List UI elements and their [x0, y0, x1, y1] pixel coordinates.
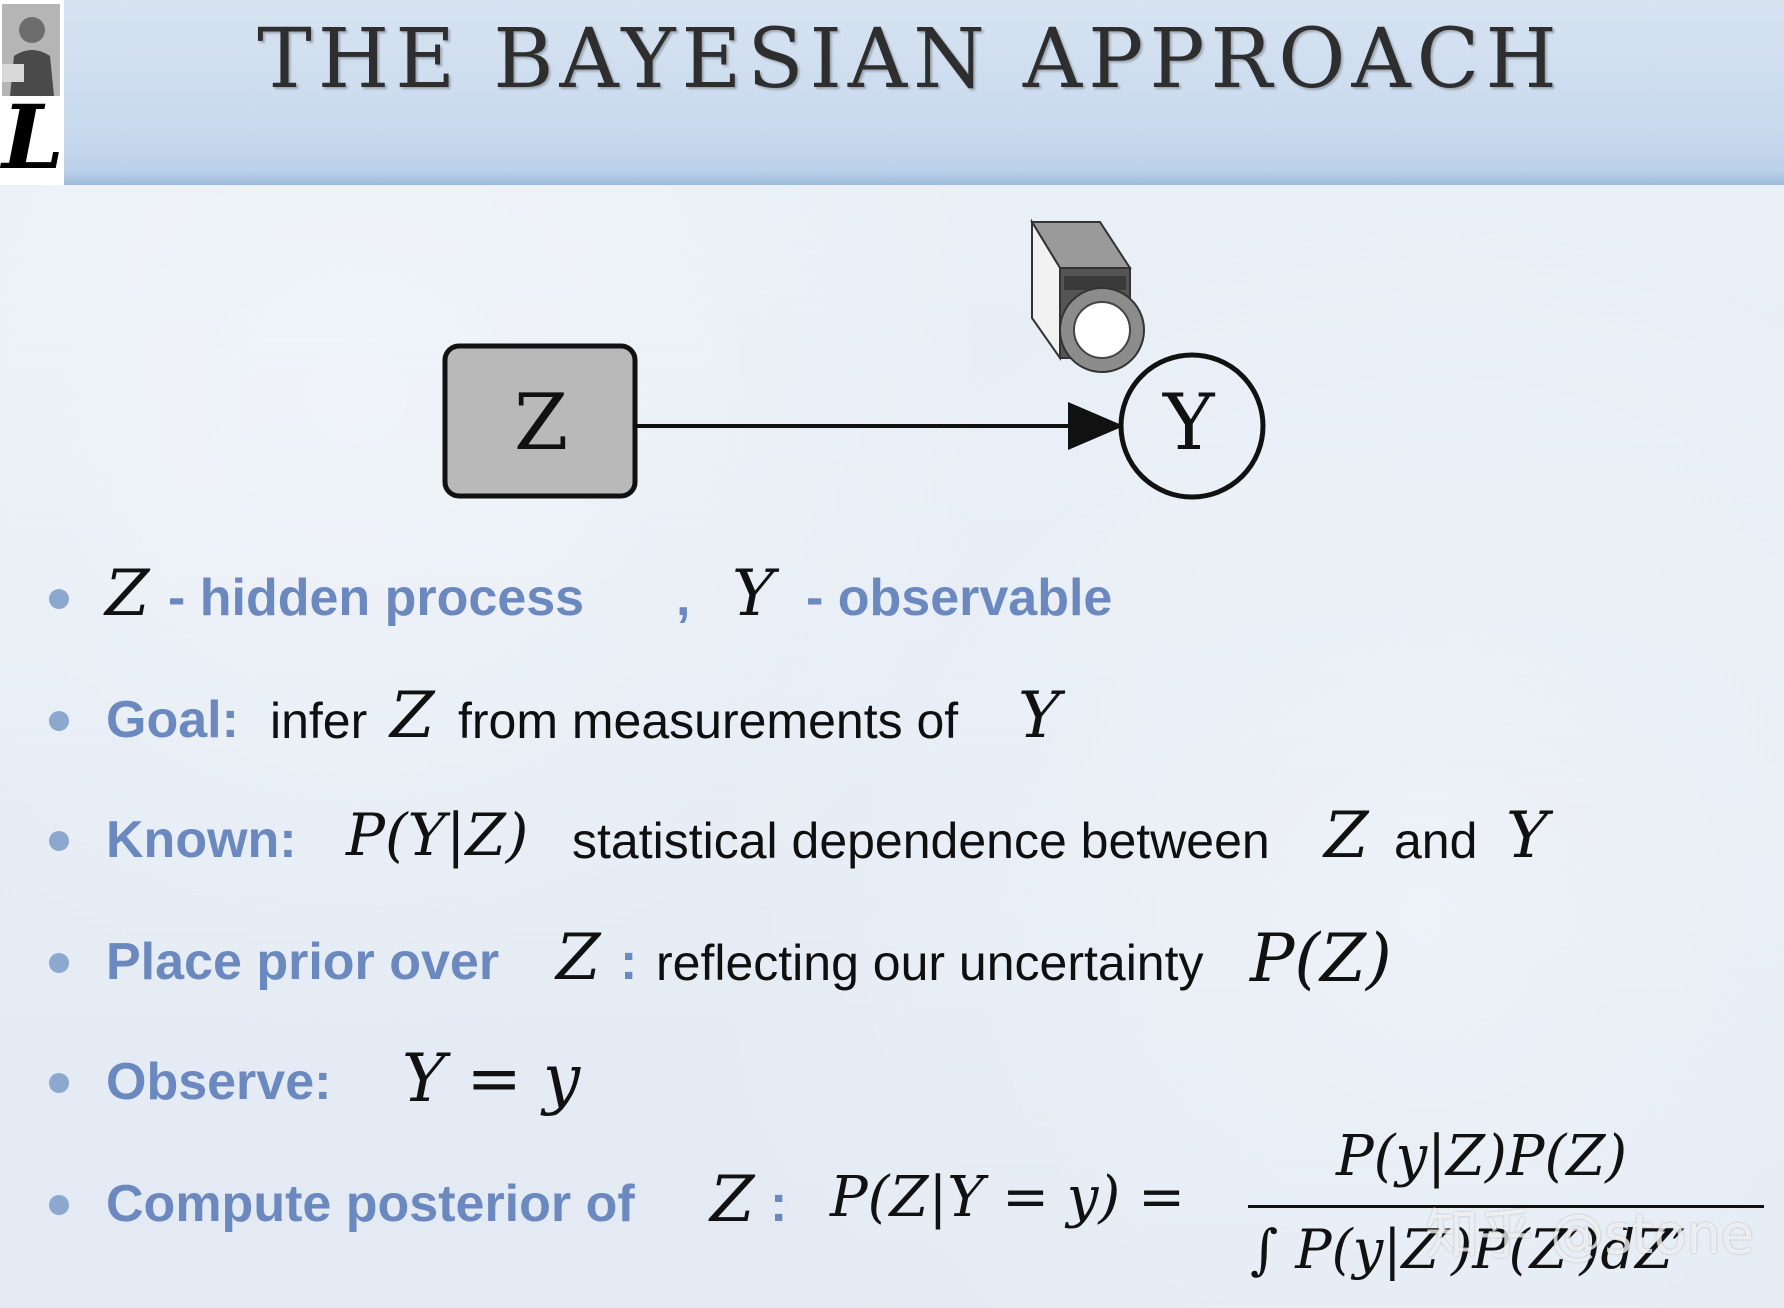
hidden-node-box [442, 343, 638, 499]
bullet-dot [49, 711, 69, 731]
known-label: Known: [106, 811, 297, 869]
symbol-z: Z [710, 1163, 755, 1237]
prior-formula: P(Z) [1250, 920, 1392, 997]
hidden-node-label: Z [514, 378, 569, 468]
observe-label: Observe: [106, 1053, 332, 1111]
bullet-dot [49, 589, 69, 609]
bullet-known: Known: P(Y|Z) statistical dependence bet… [0, 802, 1784, 892]
bullet-dot [49, 831, 69, 851]
hidden-process-text: - hidden process [168, 569, 585, 627]
camera-icon [1030, 218, 1145, 373]
bullet-posterior: Compute posterior of Z : P(Z|Y = y) = [0, 1166, 1784, 1296]
goal-text-a: infer [270, 693, 368, 749]
symbol-y: Y [1506, 799, 1549, 873]
bullet-variables: Z - hidden process , Y - observable [0, 560, 1784, 650]
title-band [0, 0, 1784, 185]
logo: L [0, 0, 64, 185]
symbol-z: Z [556, 921, 601, 995]
posterior-lhs: P(Z|Y = y) = [830, 1165, 1186, 1230]
watermark: 知乎 @stone [1425, 1203, 1754, 1266]
known-text: statistical dependence between [572, 813, 1270, 869]
symbol-z: Z [105, 557, 150, 631]
logo-letter: L [2, 85, 64, 189]
portrait-photo [2, 4, 60, 96]
posterior-numerator: P(y|Z)P(Z) [1336, 1124, 1628, 1189]
goal-label: Goal: [106, 691, 239, 749]
posterior-colon: : [770, 1175, 788, 1233]
observed-node-label: Y [1163, 378, 1215, 468]
bullet-goal: Goal: infer Z from measurements of Y [0, 682, 1784, 772]
bullet-prior: Place prior over Z : reflecting our unce… [0, 924, 1784, 1014]
symbol-z: Z [390, 679, 435, 753]
comma: , [676, 569, 691, 627]
bayes-diagram: Z Y [0, 0, 1784, 560]
observe-formula: Y = y [402, 1040, 581, 1117]
prior-colon: : [620, 933, 638, 991]
portrait-icon [2, 4, 60, 96]
symbol-z: Z [1324, 799, 1369, 873]
and-text: and [1394, 813, 1478, 869]
slide-title: THE BAYESIAN APPROACH [257, 12, 1563, 107]
symbol-y: Y [1018, 679, 1061, 753]
prior-label: Place prior over [106, 933, 500, 991]
symbol-y: Y [732, 557, 775, 631]
fraction-bar [1248, 1205, 1764, 1208]
bullet-dot [49, 1073, 69, 1093]
posterior-label: Compute posterior of [106, 1175, 635, 1233]
prior-text: reflecting our uncertainty [656, 935, 1204, 991]
bullet-observe: Observe: Y = y [0, 1044, 1784, 1134]
observable-text: - observable [806, 569, 1113, 627]
posterior-denominator: ∫ P(y|Z′)P(Z′)dZ′ [1250, 1218, 1685, 1281]
observed-node-circle [1118, 352, 1266, 500]
diagram-svg [442, 218, 1266, 500]
likelihood-formula: P(Y|Z) [346, 801, 529, 869]
goal-text-b: from measurements of [458, 693, 959, 749]
bullet-dot [49, 953, 69, 973]
bullet-dot [49, 1195, 69, 1215]
